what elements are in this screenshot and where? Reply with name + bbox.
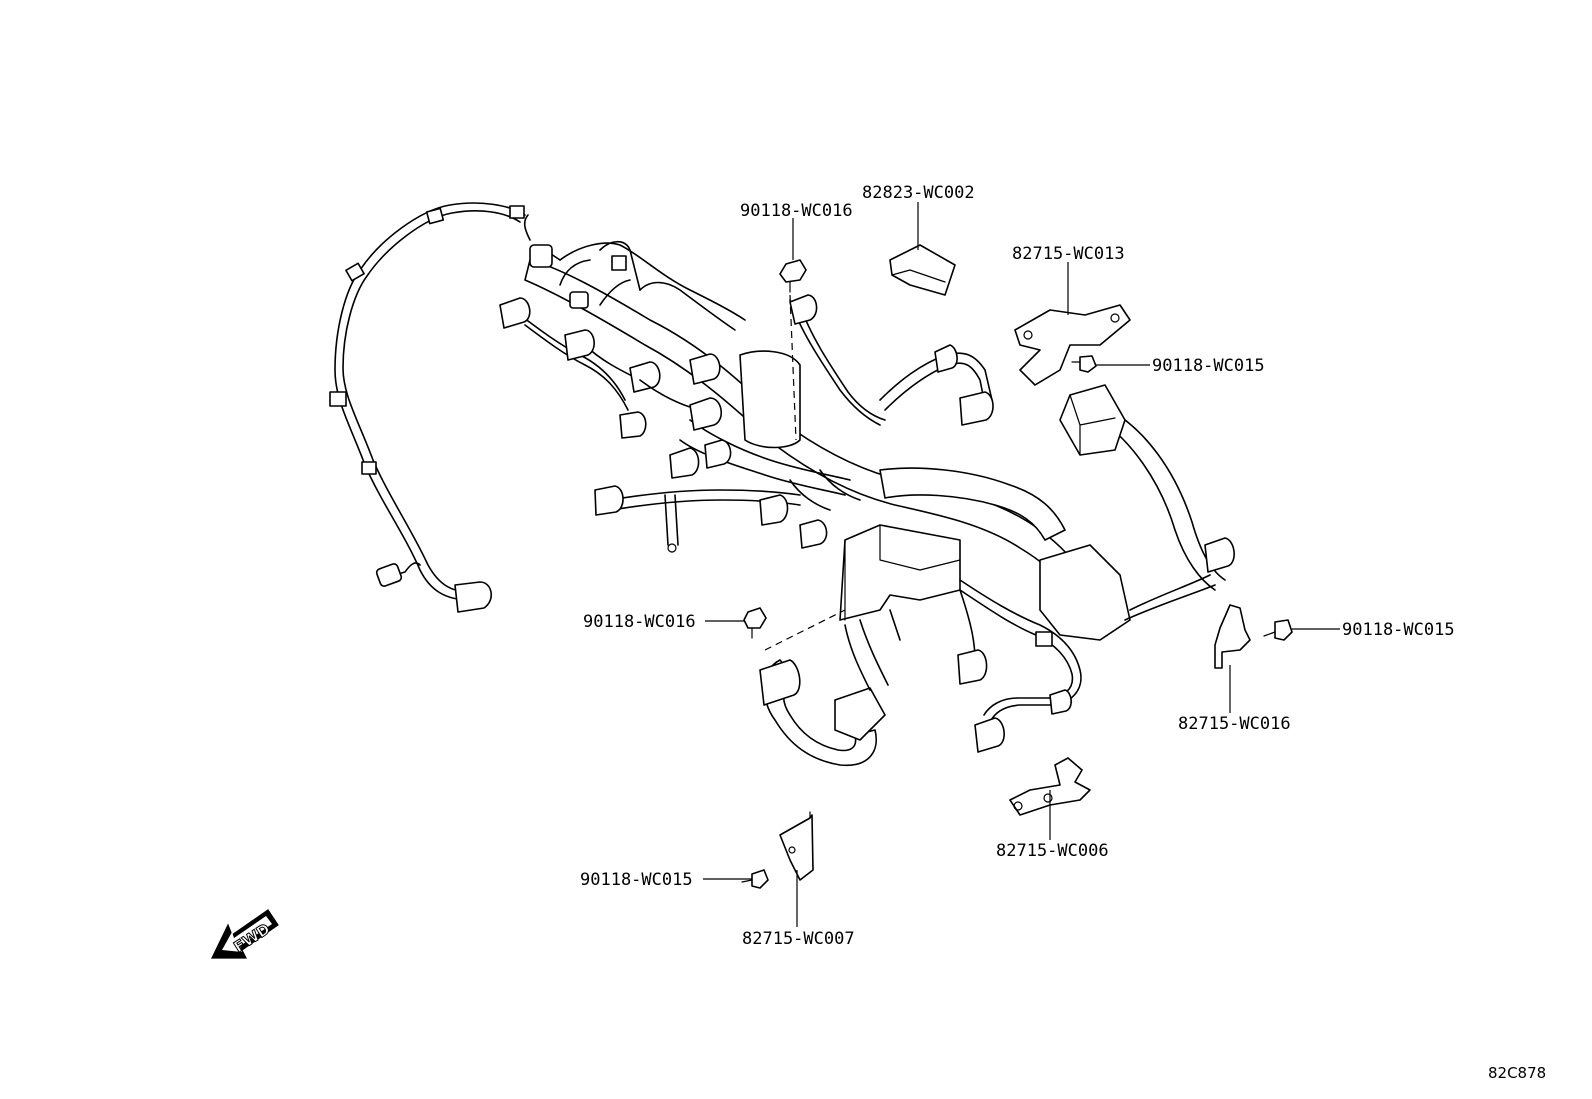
bolt-upper-right-icon[interactable] [1071, 355, 1097, 373]
callout-bracket-lower-mid: 82715-WC006 [996, 841, 1109, 861]
callout-protector-top: 82823-WC002 [862, 183, 975, 203]
fwd-arrow-icon: FWD [211, 909, 279, 959]
callout-bracket-lower-left: 82715-WC007 [742, 929, 855, 949]
bracket-right-icon[interactable] [1214, 604, 1251, 669]
bracket-lower-left-icon[interactable] [779, 811, 814, 881]
callout-bolt-mid-left: 90118-WC016 [583, 612, 696, 632]
bracket-upper-right-icon[interactable] [1014, 304, 1131, 386]
bolt-right-icon[interactable] [1263, 619, 1293, 641]
bolt-mid-left-icon[interactable] [743, 607, 767, 639]
callout-bolt-upper-right: 90118-WC015 [1152, 356, 1265, 376]
bracket-lower-mid-icon[interactable] [1009, 757, 1091, 816]
engine-wire-harness [329, 202, 1235, 767]
bolt-lower-left-icon[interactable] [741, 869, 769, 889]
callout-bracket-upper-right: 82715-WC013 [1012, 244, 1125, 264]
protector-clip-icon[interactable] [889, 244, 956, 296]
callout-bracket-right: 82715-WC016 [1178, 714, 1291, 734]
diagram-code: 82C878 [1488, 1064, 1546, 1082]
callout-bolt-lower-left: 90118-WC015 [580, 870, 693, 890]
callout-bolt-top: 90118-WC016 [740, 201, 853, 221]
callout-bolt-right: 90118-WC015 [1342, 620, 1455, 640]
bolt-top-icon[interactable] [779, 259, 807, 293]
